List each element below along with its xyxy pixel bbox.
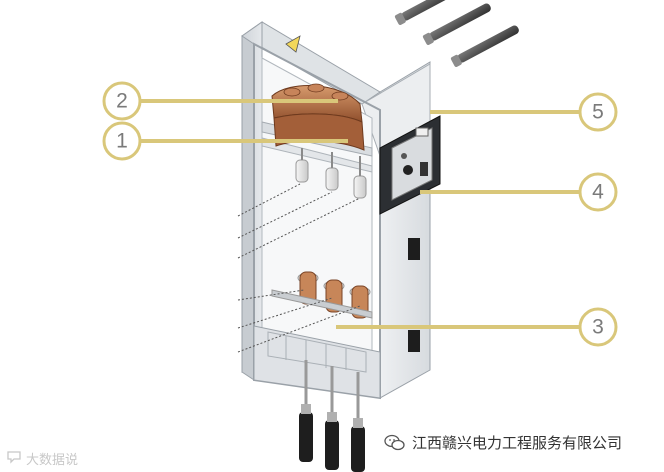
callout-3-label: 3 <box>592 316 604 339</box>
chat-bubble-icon <box>6 450 22 468</box>
callout-1: 1 <box>102 121 142 161</box>
callout-3: 3 <box>578 307 618 347</box>
main-busbar <box>271 83 363 123</box>
top-feeder-rods <box>394 0 519 67</box>
watermark-right-text: 江西赣兴电力工程服务有限公司 <box>412 434 623 452</box>
callout-5-label: 5 <box>592 101 604 124</box>
watermark-left-text: 大数据说 <box>26 453 79 468</box>
watermark-right: 江西赣兴电力工程服务有限公司 <box>384 432 622 453</box>
left-leader-lines <box>237 183 361 353</box>
upper-insulators <box>295 148 367 199</box>
warning-sign-icon <box>285 35 301 53</box>
callout-4: 4 <box>578 172 618 212</box>
callout-2: 2 <box>102 81 142 121</box>
callout-2-label: 2 <box>116 90 128 113</box>
callout-leaders <box>140 99 582 329</box>
watermark-left: 大数据说 <box>6 449 78 468</box>
wechat-icon <box>384 434 406 452</box>
callout-5: 5 <box>578 92 618 132</box>
bottom-cables <box>299 360 365 472</box>
callout-4-label: 4 <box>592 181 604 204</box>
side-panel-slots <box>408 238 420 352</box>
control-panel <box>379 115 441 215</box>
callout-1-label: 1 <box>116 130 128 153</box>
